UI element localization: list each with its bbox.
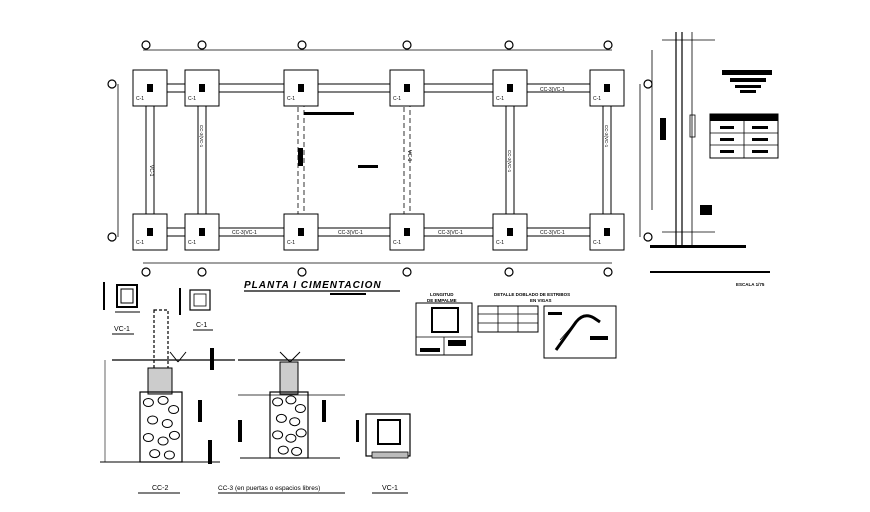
- stone: [289, 417, 301, 427]
- column: [604, 84, 610, 92]
- section-c1: C-1: [179, 288, 213, 331]
- footing-label: C-1: [136, 240, 144, 246]
- stone: [157, 436, 169, 446]
- label-bar: [304, 112, 354, 115]
- column: [404, 228, 410, 236]
- vc1-bottom-label: VC-1: [382, 485, 398, 492]
- footing-label: C-1: [593, 96, 601, 102]
- footing-label: C-1: [287, 240, 295, 246]
- stone: [295, 428, 307, 438]
- legend-table: ESCALA 1/75: [650, 70, 779, 287]
- title-scale-bar: [330, 293, 366, 295]
- stone: [275, 413, 287, 423]
- column: [298, 228, 304, 236]
- bottom-beam-label-2: CC-3(VC-1: [338, 230, 363, 236]
- column: [199, 84, 205, 92]
- footing-label: C-1: [496, 96, 504, 102]
- inner-col-label-2: CC-3(VC-1: [507, 150, 512, 173]
- footing-label: C-1: [188, 240, 196, 246]
- detail-longitud-empalme: LONGITUD DE EMPALME: [415, 292, 473, 356]
- column: [507, 228, 513, 236]
- inner-col-label-1: CC-3(VC-1: [199, 125, 204, 148]
- left-beam-label: VC-1: [148, 165, 154, 177]
- grid-bubbles-bottom: [141, 267, 613, 277]
- stone: [149, 449, 161, 459]
- section-cc2: CC-2: [100, 309, 235, 494]
- rubble-fill: [142, 395, 180, 460]
- cc2-label: CC-2: [152, 485, 168, 492]
- stone: [168, 405, 180, 414]
- center-mark: [358, 165, 378, 168]
- column: [604, 228, 610, 236]
- plan-title: PLANTA I CIMENTACION: [244, 280, 382, 291]
- column: [147, 84, 153, 92]
- bottom-beam-label-4: CC-3(VC-1: [540, 230, 565, 236]
- longitud-title-1: LONGITUD: [430, 292, 454, 297]
- longitud-title-2: DE EMPALME: [427, 298, 457, 303]
- center-beam-label: VC-1: [406, 150, 412, 162]
- section-vc1-bottom: VC-1: [356, 413, 411, 494]
- doblado-title-2: EN VIGAS: [530, 298, 552, 303]
- footing-label: C-1: [188, 96, 196, 102]
- top-beam-label: CC-3(VC-1: [540, 87, 565, 93]
- stone: [291, 446, 303, 456]
- bottom-beam-label-3: CC-3(VC-1: [438, 230, 463, 236]
- stone: [142, 433, 154, 442]
- footing-label: C-1: [393, 96, 401, 102]
- c1-label: C-1: [196, 322, 207, 329]
- stone: [272, 397, 284, 407]
- footing-label: C-1: [593, 240, 601, 246]
- bottom-beam-label-1: CC-3(VC-1: [232, 230, 257, 236]
- stone: [277, 445, 289, 455]
- stone: [272, 430, 284, 440]
- grid-bubbles-top: [141, 40, 613, 50]
- doblado-title-1: DETALLE DOBLADO DE ESTRIBOS: [494, 292, 570, 297]
- section-vc1-top: VC-1: [103, 282, 140, 335]
- footing-label: C-1: [393, 240, 401, 246]
- column-mark: [298, 148, 303, 166]
- stone: [163, 450, 175, 460]
- footing-label: C-1: [496, 240, 504, 246]
- stone: [285, 395, 297, 405]
- column: [298, 84, 304, 92]
- stone: [147, 415, 159, 425]
- stone: [285, 433, 297, 443]
- column: [147, 228, 153, 236]
- elevation-section: [651, 32, 715, 245]
- section-cc3: CC-3 (en puertas o espacios libres): [218, 351, 345, 494]
- vc1-top-label: VC-1: [114, 326, 130, 333]
- column: [199, 228, 205, 236]
- stone: [142, 398, 154, 407]
- stone: [294, 404, 306, 413]
- cc3-label: CC-3 (en puertas o espacios libres): [218, 485, 320, 492]
- footing-label: C-1: [287, 96, 295, 102]
- inner-col-label-3: CC-3(VC-1: [604, 125, 609, 148]
- detail-doblado-estribos: DETALLE DOBLADO DE ESTRIBOS EN VIGAS: [477, 292, 617, 359]
- escala-label: ESCALA 1/75: [736, 282, 765, 287]
- rubble-fill: [272, 395, 307, 456]
- stone: [168, 430, 180, 440]
- column: [404, 84, 410, 92]
- stone: [157, 395, 169, 405]
- footing-label: C-1: [136, 96, 144, 102]
- column: [507, 84, 513, 92]
- stone: [161, 419, 173, 428]
